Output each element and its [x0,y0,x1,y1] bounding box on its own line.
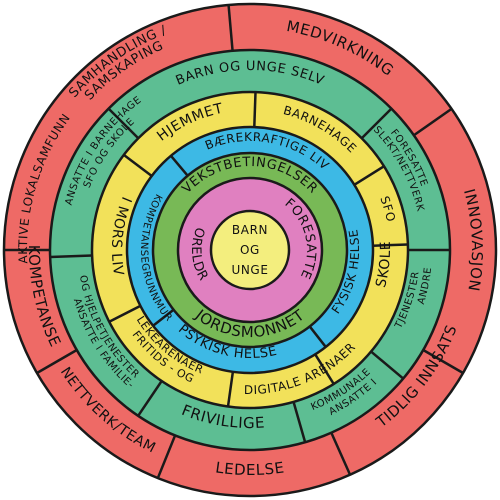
sector-divider [308,325,327,348]
sector-dividers [4,4,464,479]
sector-divider [422,348,464,375]
sector-divider [108,304,141,323]
sector-divider [107,107,140,140]
sector-divider [156,434,177,479]
sector-divider [137,380,163,417]
sector-divider [372,243,408,247]
sector-divider [36,348,78,375]
sector-divider [292,401,307,443]
label-ledelse: LEDELSE [214,458,285,479]
core-og: OG [240,243,260,257]
sector-divider [314,353,335,385]
sector-divider [330,432,352,476]
sector-divider [413,107,453,137]
sector-divider [253,92,257,128]
sector-divider [227,4,234,51]
sector-divider [50,254,93,259]
sector-divider [169,154,189,177]
sector-divider [360,107,393,140]
core-unge: UNGE [231,263,268,277]
sector-divider [353,165,385,186]
core-label: BARN OG UNGE [231,223,268,277]
sector-divider [123,153,153,177]
label-skole: SKOLE [373,241,394,290]
sector-divider [370,350,405,380]
core-barn: BARN [232,223,268,237]
sector-divider [152,308,175,327]
ring-core [209,209,291,291]
sector-divider [226,371,235,407]
